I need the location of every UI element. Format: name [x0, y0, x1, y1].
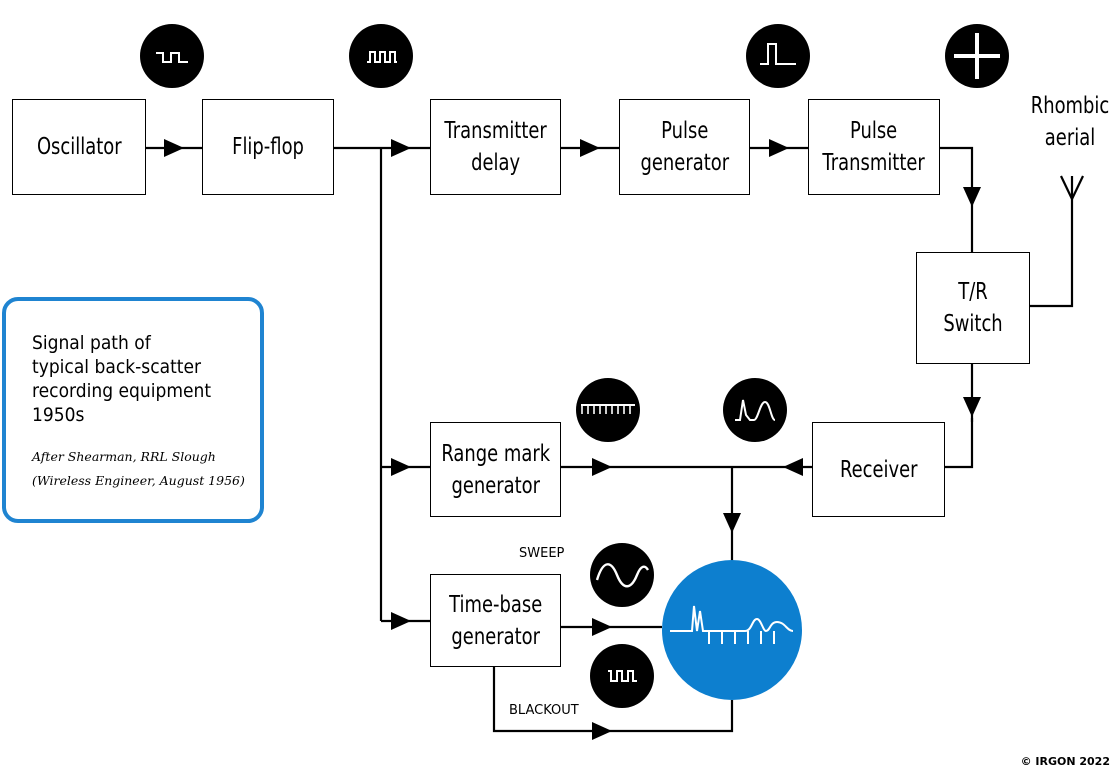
- pulse-transmitter-label-line2: Transmitter: [822, 150, 926, 176]
- oscillator-block: Oscillator: [12, 99, 146, 195]
- info-source-line2: (Wireless Engineer, August 1956): [32, 473, 245, 488]
- single-pulse-icon: [746, 24, 810, 88]
- blackout-pulse-icon: [590, 644, 654, 708]
- transmitter-delay-block: Transmitter delay: [430, 99, 561, 195]
- receiver-block: Receiver: [812, 422, 945, 517]
- aerial-label-line1: Rhombic: [1030, 93, 1110, 119]
- sine-sweep-icon: [590, 543, 654, 607]
- info-title: Signal path of typical back-scatter reco…: [32, 331, 211, 427]
- echo-pulse-icon: [723, 378, 787, 442]
- info-source-line1: After Shearman, RRL Slough: [32, 449, 216, 464]
- rhombic-aerial-label: Rhombic aerial: [1029, 90, 1110, 154]
- info-panel: Signal path of typical back-scatter reco…: [2, 297, 264, 523]
- time-base-generator-label-line1: Time-base: [448, 591, 543, 618]
- transmitter-delay-label-line2: delay: [470, 150, 521, 176]
- tr-cross-icon: [945, 24, 1009, 88]
- pulse-generator-block: Pulse generator: [619, 99, 750, 195]
- info-title-line4: 1950s: [32, 404, 85, 426]
- range-mark-generator-block: Range mark generator: [430, 422, 561, 517]
- time-base-generator-label-line2: generator: [451, 623, 540, 650]
- flip-flop-label: Flip-flop: [232, 134, 304, 160]
- flow-arrowheads: [164, 139, 981, 740]
- pulse-transmitter-label-line1: Pulse: [850, 118, 898, 144]
- aerial-label-line2: aerial: [1044, 125, 1096, 151]
- copyright-notice: © IRGON 2022: [1020, 755, 1110, 768]
- fast-square-wave-icon: [349, 24, 413, 88]
- tr-switch-label-line1: T/R: [958, 279, 988, 305]
- pulse-generator-label-line2: generator: [640, 150, 729, 176]
- pulse-transmitter-block: Pulse Transmitter: [808, 99, 940, 195]
- oscillator-label: Oscillator: [36, 134, 122, 160]
- transmitter-delay-label-line1: Transmitter: [444, 118, 547, 144]
- info-title-line2: typical back-scatter: [32, 356, 202, 378]
- square-wave-icon: [140, 24, 204, 88]
- tr-switch-label-line2: Switch: [943, 311, 1003, 337]
- display-trace-icon: [662, 560, 802, 700]
- info-title-line1: Signal path of: [32, 332, 151, 354]
- flip-flop-block: Flip-flop: [202, 99, 334, 195]
- range-marks-icon: [576, 378, 640, 442]
- tr-switch-block: T/R Switch: [916, 252, 1030, 364]
- receiver-label: Receiver: [839, 456, 918, 483]
- blackout-label: BLACKOUT: [509, 703, 579, 718]
- info-title-line3: recording equipment: [32, 380, 212, 402]
- range-mark-generator-label-line2: generator: [451, 472, 540, 499]
- sweep-label: SWEEP: [519, 546, 565, 561]
- pulse-generator-label-line1: Pulse: [660, 118, 709, 144]
- range-mark-generator-label-line1: Range mark: [441, 440, 550, 467]
- time-base-generator-block: Time-base generator: [430, 574, 561, 667]
